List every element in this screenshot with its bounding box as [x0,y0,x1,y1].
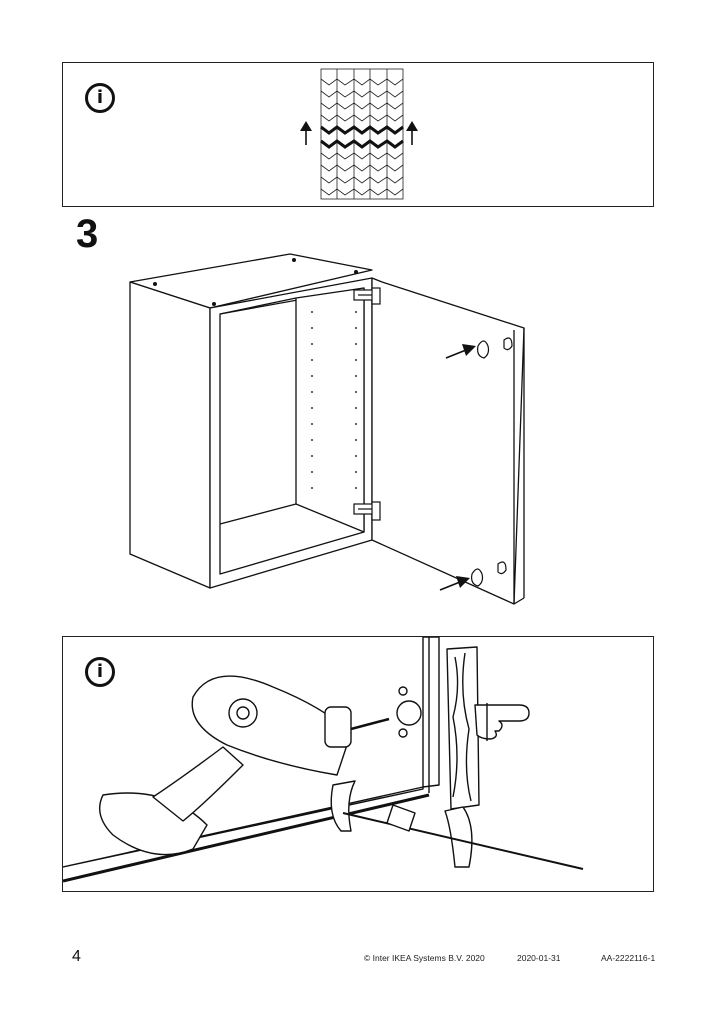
info-icon: i [85,83,115,113]
wood-grain-illustration [300,68,418,200]
hinge-icon [353,501,381,521]
arrow-up-icon [406,121,418,145]
arrow-right-icon [439,576,470,591]
info-panel-bottom: i [62,636,654,892]
cabinet-illustration [129,253,525,605]
copyright-text: © Inter IKEA Systems B.V. 2020 [364,953,485,963]
document-date: 2020-01-31 [517,953,561,963]
info-icon-letter: i [96,87,104,108]
page-footer: 4 © Inter IKEA Systems B.V. 2020 2020-01… [0,948,714,972]
drilling-illustration [63,637,584,883]
document-id: AA-2222116-1 [601,953,656,963]
step-number: 3 [76,212,99,256]
arrow-up-icon [300,121,312,145]
info-icon: i [85,657,115,687]
page-number: 4 [72,948,81,965]
info-panel-top: i [62,62,654,207]
drill-icon [99,675,390,856]
pointing-hand-icon [474,703,530,741]
info-icon-letter: i [96,661,104,682]
arrow-right-icon [445,344,476,359]
hinge-icon [353,287,381,305]
